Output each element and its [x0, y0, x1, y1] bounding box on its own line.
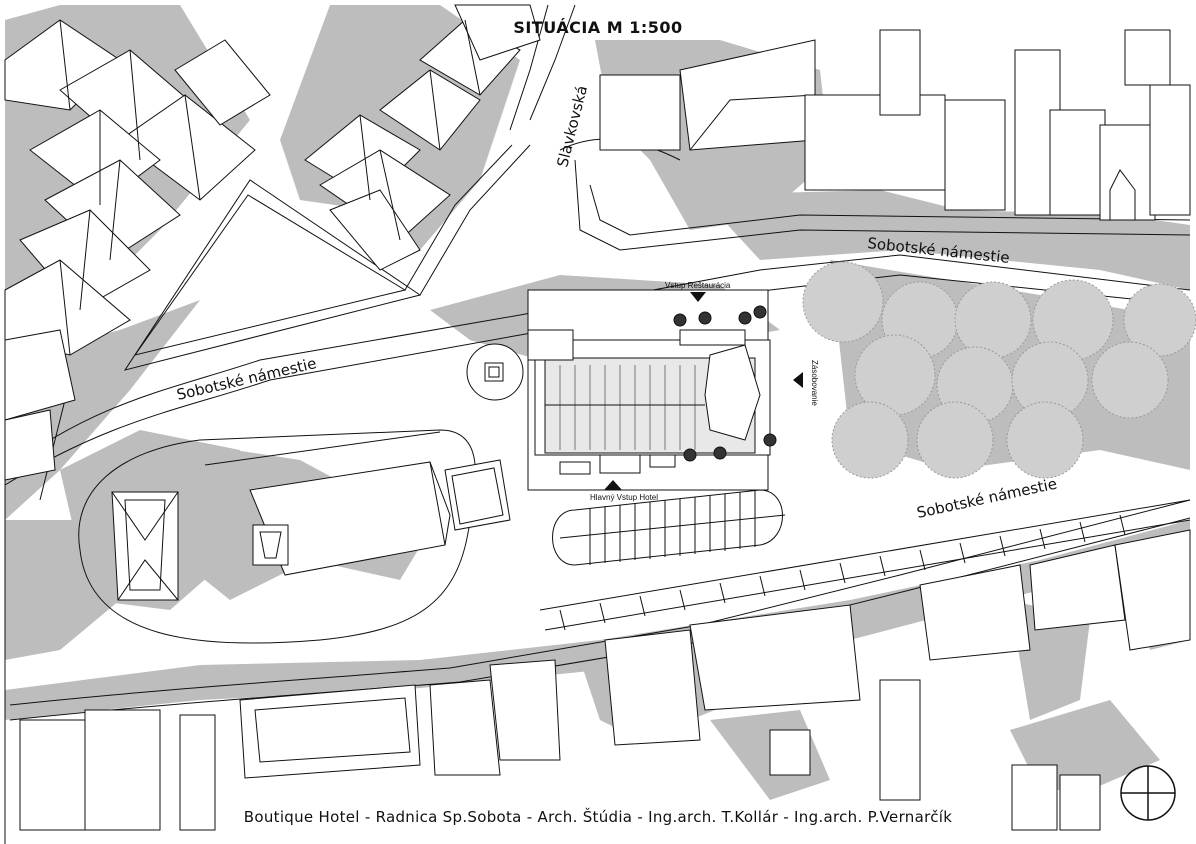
buildings-top-right	[599, 29, 1191, 221]
restaurant-entrance-label: Vstup Reštaurácia	[665, 281, 731, 290]
hotel-entrance-label: Hlavný Vstup Hotel	[590, 493, 658, 502]
buildings-top-left	[4, 19, 271, 481]
buildings-top-center	[304, 4, 541, 271]
map-title: SITUÁCIA M 1:500	[513, 18, 683, 37]
tree-canopies	[802, 261, 1196, 479]
buildings-bottom	[19, 499, 1191, 831]
restaurant-entrance-marker-icon	[690, 292, 706, 302]
parking-lot	[552, 489, 786, 566]
hotel-entrance-marker-icon	[604, 480, 622, 490]
delivery-entrance-marker-icon	[793, 372, 803, 388]
gazebo	[466, 343, 524, 401]
credits-line: Boutique Hotel - Radnica Sp.Sobota - Arc…	[243, 808, 953, 826]
hotel-site	[527, 289, 777, 491]
delivery-entrance-label: Zásobovanie	[810, 360, 819, 406]
north-arrow-icon	[1120, 765, 1176, 821]
church-complex	[111, 431, 511, 601]
